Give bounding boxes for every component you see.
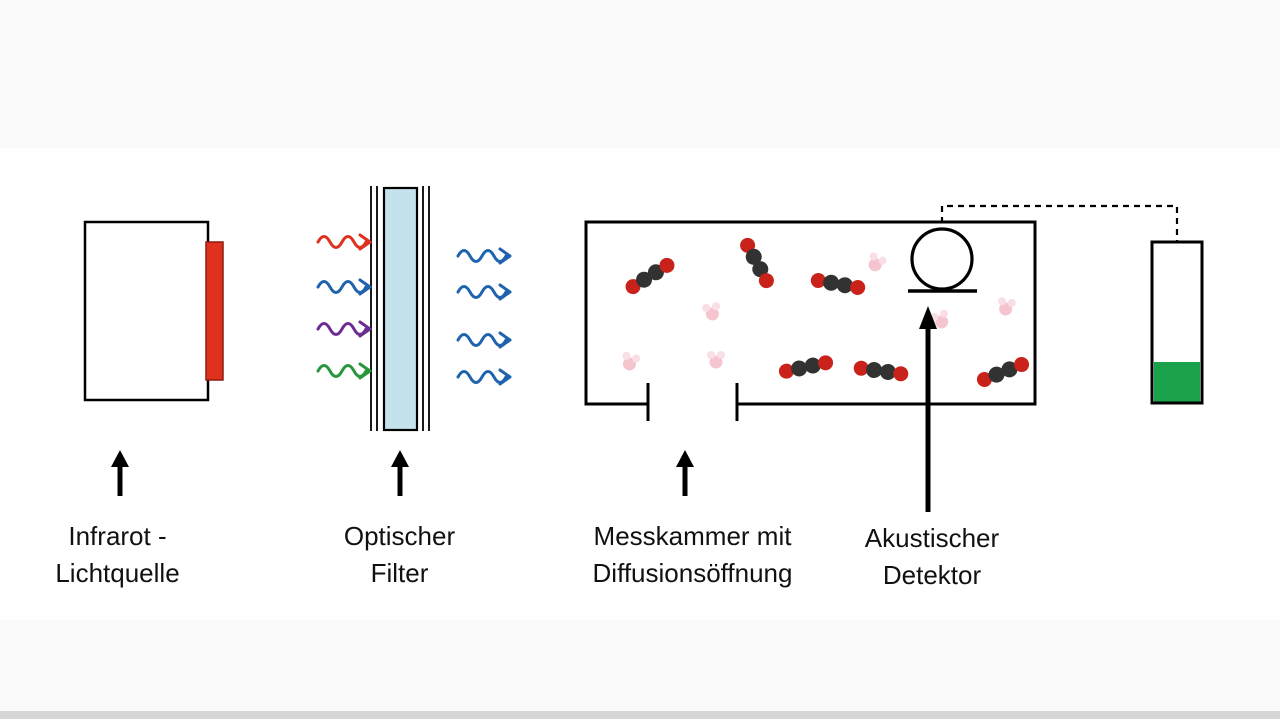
chamber-pointer-arrow [676,450,694,496]
filter-pointer-arrow [391,450,409,496]
infrared-emitter-strip [205,241,224,381]
measurement-chamber-label-line1: Messkammer mit [593,521,792,551]
optical-filter-glass [382,186,419,432]
measurement-chamber-label-line2: Diffusionsöffnung [592,558,793,588]
incoming-wave-purple [316,320,372,338]
transmitted-wave [456,368,512,386]
bottom-margin-band [0,620,1280,711]
infrared-source-label-line1: Infrarot - [68,521,167,551]
acoustic-detector-circle [910,227,974,291]
bottom-gray-bar [0,711,1280,719]
signal-dashed-line [940,204,1179,241]
infrared-source-label: Infrarot - Lichtquelle [20,518,215,592]
incoming-wave-green [316,362,372,380]
acoustic-detector-label-line2: Detektor [882,560,982,590]
indicator-tube [1150,240,1204,405]
detector-pointer-arrow [919,306,937,512]
optical-filter-label-line1: Optischer [343,521,456,551]
acoustic-detector-label-line1: Akustischer [864,523,1000,553]
transmitted-wave [456,331,512,349]
acoustic-detector-label: Akustischer Detektor [827,520,1037,594]
optical-filter-label-line2: Filter [370,558,429,588]
optical-filter-label: Optischer Filter [307,518,492,592]
incoming-wave-blue [316,278,372,296]
infrared-source-label-line2: Lichtquelle [55,558,180,588]
source-pointer-arrow [111,450,129,496]
top-margin-band [0,0,1280,148]
incoming-wave-red [316,233,372,251]
measurement-chamber-label: Messkammer mit Diffusionsöffnung [555,518,830,592]
transmitted-wave [456,247,512,265]
indicator-level-fill [1154,362,1200,402]
infrared-source-box [83,220,210,402]
transmitted-wave [456,283,512,301]
